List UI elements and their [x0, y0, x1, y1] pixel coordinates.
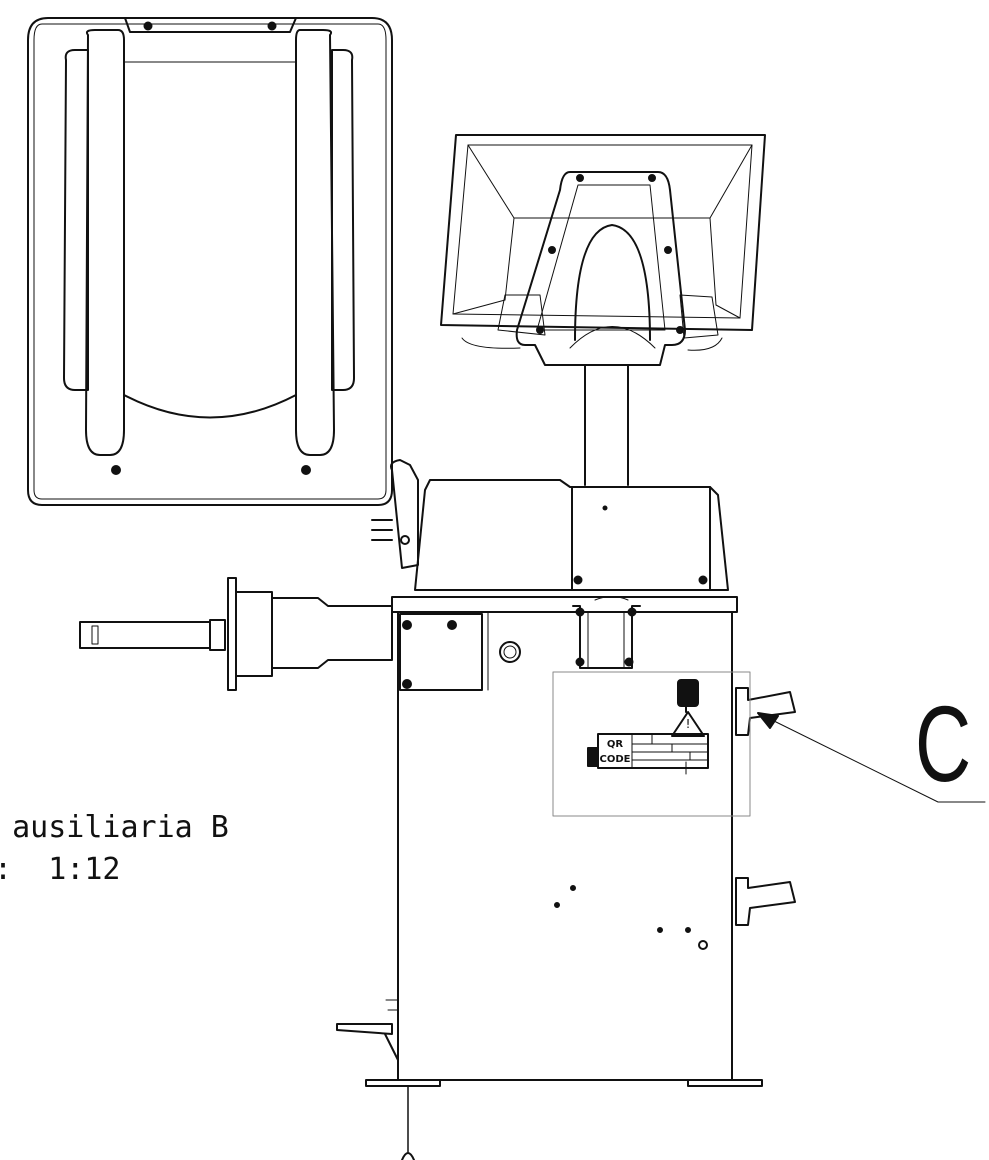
- callout-letter: C: [915, 683, 972, 804]
- caption-line-1: a ausiliaria B: [0, 810, 229, 845]
- cabinet-body: [336, 605, 796, 1160]
- callout-leader: [757, 712, 986, 803]
- cabinet-top: [371, 459, 738, 613]
- svg-text:!: !: [686, 717, 691, 731]
- shaft: [79, 577, 393, 691]
- wheel-guard: [27, 17, 393, 506]
- monitor: [440, 134, 766, 486]
- caption-line-2: a: 1:12: [0, 852, 121, 887]
- code-label: CODE: [600, 754, 631, 765]
- detail-label-area: ! QR CODE: [552, 671, 751, 817]
- qr-label: QR: [607, 739, 624, 750]
